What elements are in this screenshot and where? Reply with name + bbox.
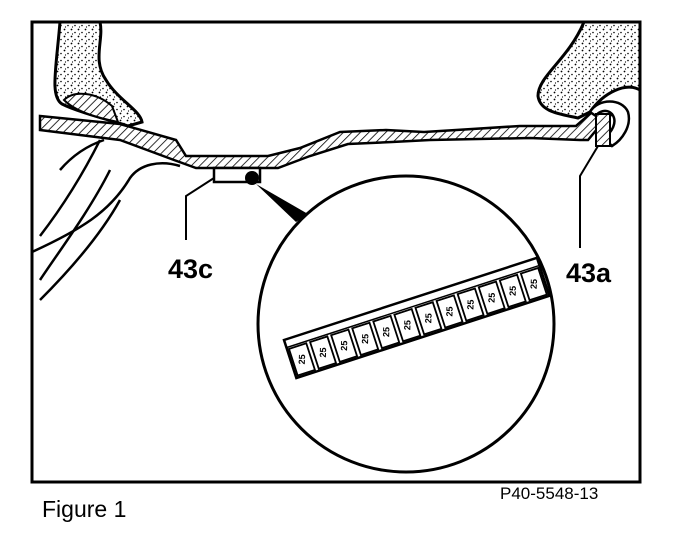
bead-left-section (62, 92, 120, 124)
weight-segment (498, 273, 527, 309)
weight-segment-label: 25 (487, 293, 497, 303)
weight-strip: 25 25 25 25 25 25 25 25 25 25 25 25 (282, 256, 551, 380)
weight-segment (477, 280, 506, 316)
weight-segment (372, 314, 401, 350)
weight-segment (287, 342, 317, 377)
weight-segment-label: 25 (297, 354, 307, 364)
weight-segment-label: 25 (318, 347, 328, 357)
weight-segment-label: 25 (508, 286, 518, 296)
weight-segment (330, 328, 359, 363)
reference-code: P40-5548-13 (500, 484, 599, 503)
callout-43a: 43a (566, 258, 612, 288)
weight-segment-label: 25 (402, 320, 412, 330)
figure-caption: Figure 1 (42, 496, 127, 522)
magnifier-source-dot (245, 171, 259, 185)
magnifier-pointer (256, 184, 308, 222)
weight-segment (519, 266, 548, 302)
weight-segment (308, 335, 338, 370)
callout-43c: 43c (168, 254, 214, 284)
weight-segment-label: 25 (529, 279, 539, 289)
leader-43a (579, 145, 599, 248)
wheel-disc (32, 138, 181, 301)
weight-43a-section (595, 113, 611, 147)
weight-segment-label: 25 (444, 306, 454, 316)
weight-segment-label: 25 (339, 341, 349, 351)
weight-segment (351, 321, 380, 357)
tire-right (536, 22, 640, 120)
weight-segment (414, 301, 443, 336)
leader-43c (185, 177, 215, 240)
weight-segment-label: 25 (423, 313, 433, 323)
weight-segment (456, 287, 485, 322)
weight-segment-label: 25 (360, 334, 370, 344)
weight-segment-label: 25 (381, 327, 391, 337)
weight-segment-label: 25 (465, 299, 475, 309)
weight-segment (393, 307, 422, 343)
weight-segment (435, 294, 464, 329)
